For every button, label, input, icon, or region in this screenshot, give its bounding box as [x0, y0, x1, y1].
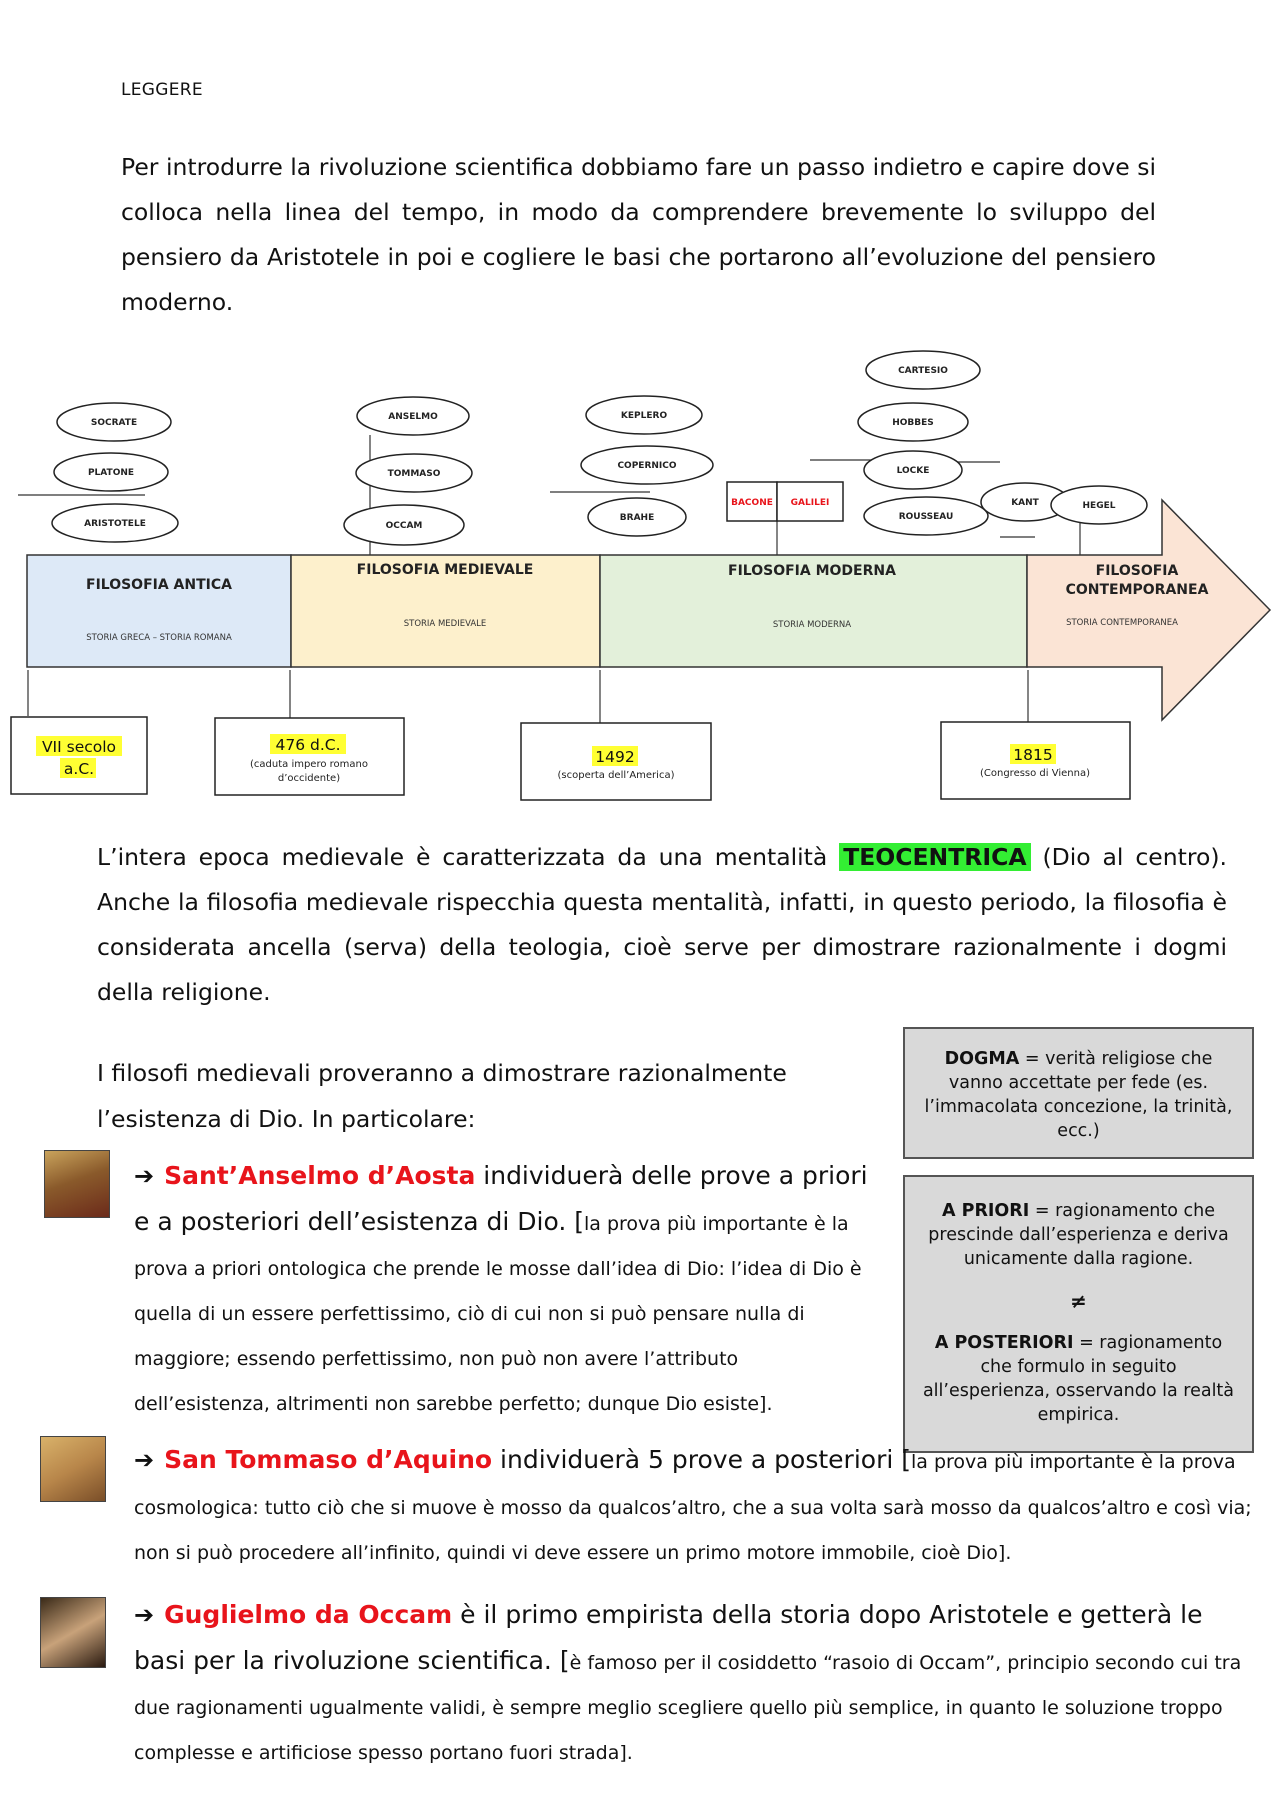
philosopher-rousseau: ROUSSEAU	[899, 512, 954, 522]
philosopher-hegel: HEGEL	[1083, 501, 1116, 511]
date-1815-note: (Congresso di Vienna)	[980, 768, 1090, 779]
philosopher-cartesio: CARTESIO	[898, 366, 948, 376]
philosopher-kant: KANT	[1011, 498, 1039, 508]
philosopher-tommaso: TOMMASO	[388, 469, 441, 479]
teocentrica-highlight: TEOCENTRICA	[839, 843, 1031, 871]
dogma-box: DOGMA = verità religiose che vanno accet…	[903, 1027, 1254, 1159]
date-vii-secolo-1: VII secolo	[42, 738, 116, 756]
philosopher-copernico: COPERNICO	[617, 461, 676, 471]
philosopher-brahe: BRAHE	[620, 513, 654, 523]
philosopher-socrate: SOCRATE	[91, 418, 137, 428]
philosopher-aristotele: ARISTOTELE	[84, 519, 146, 529]
period-contemporanea-title-1: FILOSOFIA	[1096, 563, 1179, 579]
date-476-note-1: (caduta impero romano	[250, 759, 368, 770]
anselmo-text: individuerà delle prove a priori e a pos…	[134, 1161, 868, 1236]
philosopher-bacone: BACONE	[731, 498, 773, 508]
period-moderna-title: FILOSOFIA MODERNA	[728, 563, 896, 579]
period-contemporanea-arrow	[1026, 498, 1272, 722]
philosopher-occam: OCCAM	[386, 521, 423, 531]
period-medievale-sub: STORIA MEDIEVALE	[404, 619, 487, 629]
date-1492-note: (scoperta dell’America)	[558, 770, 675, 781]
a-priori-text: = ragionamento che prescinde dall’esperi…	[928, 1201, 1229, 1269]
entry-occam: ➔ Guglielmo da Occam è il primo empirista…	[134, 1592, 1254, 1773]
dogma-text: = verità religiose che vanno accettate p…	[924, 1049, 1233, 1141]
date-vii-secolo-2: a.C.	[64, 760, 94, 778]
philosopher-keplero: KEPLERO	[621, 411, 668, 421]
tommaso-note: la prova più importante è la prova cosmo…	[134, 1451, 1252, 1564]
philosopher-galilei: GALILEI	[791, 498, 830, 508]
arrow-right-icon: ➔	[134, 1601, 155, 1629]
philosopher-hobbes: HOBBES	[892, 418, 934, 428]
priori-box: A PRIORI = ragionamento che prescinde da…	[903, 1175, 1254, 1453]
date-476-note-2: d’occidente)	[278, 773, 340, 784]
period-moderna-sub: STORIA MODERNA	[773, 620, 851, 630]
tommaso-text: individuerà 5 prove a posteriori [	[492, 1445, 911, 1474]
anselmo-portrait	[44, 1150, 110, 1218]
tommaso-portrait	[40, 1436, 106, 1502]
a-posteriori-term: A POSTERIORI	[934, 1333, 1074, 1353]
a-posteriori-text: = ragionamento che formulo in seguito al…	[922, 1333, 1235, 1425]
intro-paragraph: Per introdurre la rivoluzione scientific…	[121, 153, 1156, 316]
occam-name: Guglielmo da Occam	[164, 1600, 453, 1629]
timeline-diagram: FILOSOFIA ANTICA FILOSOFIA MEDIEVALE FIL…	[10, 350, 1272, 801]
anselmo-name: Sant’Anselmo d’Aosta	[164, 1161, 476, 1190]
para2-before: L’intera epoca medievale è caratterizzat…	[97, 843, 828, 871]
philosopher-locke: LOCKE	[897, 466, 930, 476]
date-1492: 1492	[595, 748, 634, 766]
arrow-right-icon: ➔	[134, 1446, 155, 1474]
page-heading: LEGGERE	[121, 80, 203, 100]
period-medievale-title: FILOSOFIA MEDIEVALE	[357, 562, 534, 578]
period-antica-sub: STORIA GRECA – STORIA ROMANA	[86, 633, 232, 643]
period-medievale	[290, 554, 601, 668]
filosofi-paragraph: I filosofi medievali proveranno a dimost…	[97, 1059, 787, 1133]
date-1815: 1815	[1013, 746, 1052, 764]
period-antica	[26, 554, 292, 668]
philosopher-anselmo: ANSELMO	[388, 412, 438, 422]
period-moderna	[599, 554, 1028, 668]
occam-portrait	[40, 1597, 106, 1668]
occam-text: è il primo empirista della storia dopo A…	[134, 1600, 1203, 1675]
teocentrica-paragraph: L’intera epoca medievale è caratterizzat…	[97, 835, 1227, 1015]
date-476: 476 d.C.	[275, 736, 340, 754]
tommaso-name: San Tommaso d’Aquino	[164, 1445, 493, 1474]
a-priori-term: A PRIORI	[941, 1201, 1030, 1221]
period-contemporanea-title-2: CONTEMPORANEA	[1066, 582, 1209, 598]
period-contemporanea-sub: STORIA CONTEMPORANEA	[1066, 618, 1178, 628]
anselmo-note: la prova più importante è la prova a pri…	[134, 1213, 862, 1415]
entry-tommaso: ➔ San Tommaso d’Aquino individuerà 5 prov…	[134, 1437, 1254, 1573]
philosopher-platone: PLATONE	[88, 468, 134, 478]
para2-after: (Dio al centro). Anche la filosofia medi…	[97, 843, 1227, 1006]
occam-note: è famoso per il cosiddetto “rasoio di Oc…	[134, 1652, 1242, 1764]
arrow-right-icon: ➔	[134, 1162, 155, 1190]
not-equal-sign: ≠	[1070, 1289, 1087, 1313]
entry-anselmo: ➔ Sant’Anselmo d’Aosta individuerà delle …	[134, 1153, 874, 1424]
dogma-term: DOGMA	[944, 1049, 1020, 1069]
period-antica-title: FILOSOFIA ANTICA	[86, 577, 232, 593]
